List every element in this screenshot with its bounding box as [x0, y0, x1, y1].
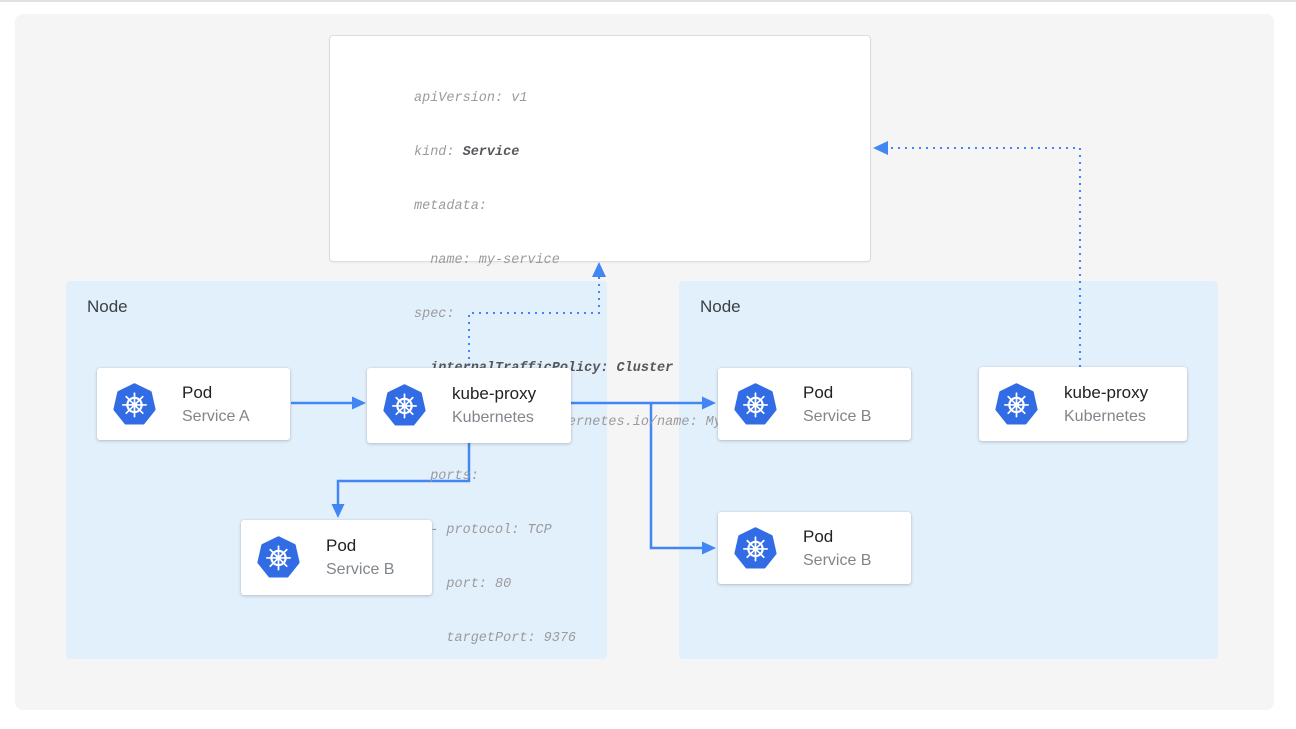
kubernetes-icon	[994, 382, 1039, 427]
yaml-line: ports:	[414, 469, 479, 484]
card-kube-proxy-right: kube-proxy Kubernetes	[979, 367, 1187, 441]
card-subtitle: Service B	[803, 551, 872, 569]
card-subtitle: Service B	[803, 407, 872, 425]
card-title: Pod	[182, 382, 213, 402]
kubernetes-icon	[733, 382, 778, 427]
card-subtitle: Service A	[182, 407, 250, 425]
card-title: Pod	[803, 382, 834, 402]
yaml-line: spec:	[414, 307, 455, 322]
yaml-line: kind: Service	[414, 145, 520, 160]
card-pod-service-a: Pod Service A	[97, 368, 290, 440]
yaml-line: apiVersion: v1	[414, 91, 528, 106]
yaml-line: port: 80	[414, 577, 512, 592]
node-label: Node	[700, 297, 741, 316]
card-subtitle: Kubernetes	[452, 409, 534, 426]
card-title: kube-proxy	[1064, 382, 1149, 402]
yaml-line: - protocol: TCP	[414, 523, 552, 538]
kubernetes-icon	[256, 535, 301, 580]
card-pod-service-b-left: Pod Service B	[241, 520, 432, 595]
yaml-line: targetPort: 9376	[414, 631, 577, 646]
card-title: Pod	[803, 526, 834, 546]
card-kube-proxy-left: kube-proxy Kubernetes	[367, 368, 571, 443]
card-title: kube-proxy	[452, 384, 537, 403]
kubernetes-icon	[112, 382, 157, 427]
card-pod-service-b-top-right: Pod Service B	[718, 368, 911, 440]
window-top-border	[0, 0, 1296, 2]
card-subtitle: Kubernetes	[1064, 407, 1146, 425]
service-yaml-panel: apiVersion: v1 kind: Service metadata: n…	[329, 35, 871, 646]
card-pod-service-b-bottom-right: Pod Service B	[718, 512, 911, 584]
yaml-line: metadata:	[414, 199, 487, 214]
node-label: Node	[87, 297, 128, 316]
card-subtitle: Service B	[326, 561, 395, 578]
card-title: Pod	[326, 536, 357, 555]
yaml-line: name: my-service	[414, 253, 560, 268]
kubernetes-icon	[382, 383, 427, 428]
kubernetes-icon	[733, 526, 778, 571]
